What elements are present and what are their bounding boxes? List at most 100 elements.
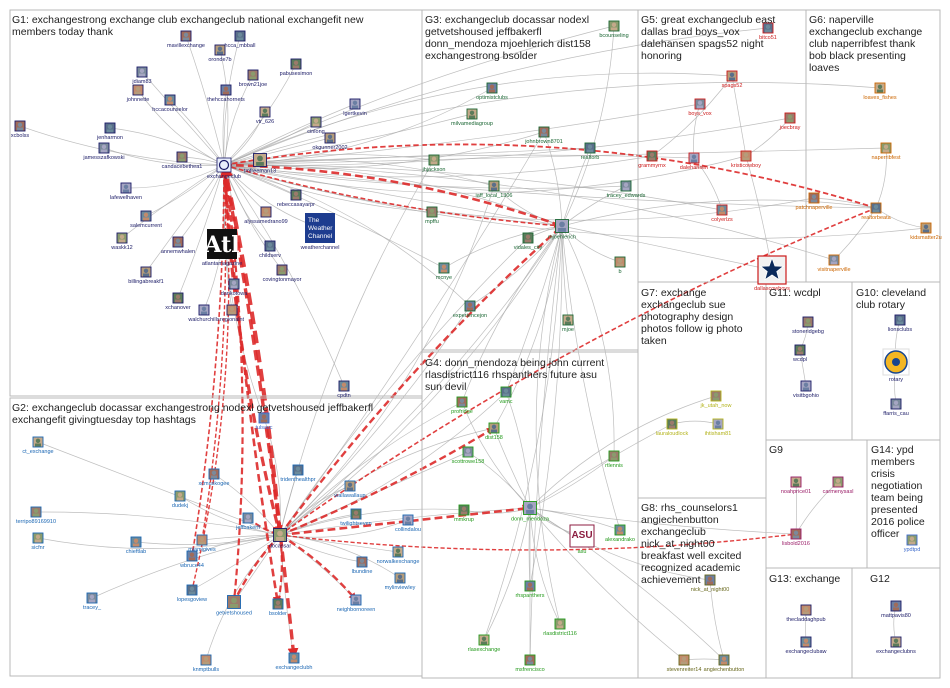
- node-bcounseling[interactable]: bcounseling: [599, 20, 629, 39]
- node-visitbgohio[interactable]: visitbgohio: [793, 380, 819, 399]
- node-rtlennis[interactable]: rtlennis: [605, 450, 623, 469]
- node-alyssamedrano99[interactable]: alyssamedrano99: [244, 206, 288, 225]
- node-stoneridgebg[interactable]: stoneridgebg: [792, 316, 824, 335]
- node-naperribfest[interactable]: naperribfest: [871, 142, 901, 161]
- node-thecladdaghpub[interactable]: thecladdaghpub: [786, 604, 826, 623]
- node-walchurchills[interactable]: walchurchills: [187, 304, 220, 323]
- node-norwalkexchange[interactable]: norwalkexchange: [377, 546, 420, 565]
- node-childserv[interactable]: childserv: [259, 240, 281, 259]
- node-tulsaxc[interactable]: tulsaxc: [255, 412, 273, 431]
- node-dalehansen[interactable]: dalehansen: [680, 152, 708, 171]
- node-realtorbeata[interactable]: realtorbeata: [861, 202, 892, 221]
- node-lopesgoview[interactable]: lopesgoview: [177, 584, 207, 603]
- node-mylinviewley[interactable]: mylinviewley: [385, 572, 416, 591]
- node-boys-vox[interactable]: boys_vox: [688, 98, 712, 117]
- node-chieftlab[interactable]: chieftlab: [126, 536, 147, 555]
- node-iaff-local-1306[interactable]: iaff_local_1306: [476, 180, 513, 199]
- node-b[interactable]: b: [614, 256, 626, 275]
- node-spags52[interactable]: spags52: [722, 70, 743, 89]
- node-collindalou[interactable]: collindalou: [395, 514, 421, 533]
- node-docassar[interactable]: docassar: [269, 528, 291, 550]
- node-mavillexchange[interactable]: mavillexchange: [167, 30, 205, 49]
- node-johnbrown8701[interactable]: johnbrown8701: [524, 126, 563, 145]
- node-loaves-fishes[interactable]: loaves_fishes: [863, 82, 897, 101]
- node-rlasexchange[interactable]: rlasexchange: [468, 634, 501, 653]
- node-profridge[interactable]: profridge: [451, 396, 473, 415]
- node-vamc[interactable]: vamc: [499, 386, 513, 405]
- node-lionsclubs[interactable]: lionsclubs: [888, 314, 912, 333]
- node-dallascowboys[interactable]: dallascowboys: [754, 255, 790, 292]
- node-mjoehlerich[interactable]: mjoehlerich: [548, 219, 576, 241]
- node-jamesszafkowski[interactable]: jamesszafkowski: [82, 142, 125, 161]
- node-hcca-mbball[interactable]: hcca_mbball: [225, 30, 256, 49]
- node-dudekj[interactable]: dudekj: [172, 490, 188, 509]
- node-miamigives[interactable]: miamigives: [188, 534, 216, 553]
- node-tmfreeman13[interactable]: tmfreeman13: [244, 153, 276, 175]
- node-johnnette[interactable]: johnnette: [126, 84, 150, 103]
- node-candacebethea1[interactable]: candacebethea1: [162, 151, 203, 170]
- node-rhspanthers[interactable]: rhspanthers: [515, 580, 545, 599]
- node-terripo89169910[interactable]: terripo89169910: [16, 506, 56, 525]
- node-mattpavis80[interactable]: mattpavis80: [881, 600, 911, 619]
- node-experiencejon[interactable]: experiencejon: [453, 300, 487, 319]
- node-lisbold2016[interactable]: lisbold2016: [782, 528, 810, 547]
- node-colyerlzs[interactable]: colyerlzs: [711, 204, 733, 223]
- node-kidsmatter2u[interactable]: kidsmatter2u: [910, 222, 942, 241]
- node-annemwhalen[interactable]: annemwhalen: [161, 236, 195, 255]
- node-wallawallaup[interactable]: wallawallaup: [333, 480, 366, 499]
- node-stevenreiter14[interactable]: stevenreiter14: [667, 654, 702, 673]
- node-vidales-city[interactable]: vidales_city: [514, 232, 543, 251]
- node-wbruce44[interactable]: wbruce44: [179, 550, 204, 569]
- node-xcbolss[interactable]: xcbolss: [11, 120, 30, 139]
- node-twilightseven[interactable]: twilightseven: [340, 508, 372, 527]
- node-kristicowboy[interactable]: kristicowboy: [731, 150, 761, 169]
- node-grammyrnx[interactable]: grammyrnx: [638, 150, 666, 169]
- node-knmptbulls[interactable]: knmptbulls: [193, 654, 220, 673]
- node-realtorb[interactable]: realtorb: [581, 142, 600, 161]
- node-optimistclubs[interactable]: optimistclubs: [476, 82, 508, 101]
- node-nick-at-night00[interactable]: nick_at_night00: [691, 574, 730, 593]
- node-milvamediagroup[interactable]: milvamediagroup: [451, 108, 493, 127]
- node-exchangeclubh[interactable]: exchangeclubh: [275, 652, 313, 671]
- node-jenharmon[interactable]: jenharmon: [96, 122, 123, 141]
- node-jdiam83[interactable]: jdiam83: [131, 66, 152, 85]
- node-tracey-edwards[interactable]: tracey_edwards: [607, 180, 646, 199]
- node-joecbray[interactable]: joecbray: [779, 112, 801, 131]
- node-carmenysasl[interactable]: carmenysasl: [823, 476, 854, 495]
- node-mcnye[interactable]: mcnye: [436, 262, 452, 281]
- node-brown21joe[interactable]: brown21joe: [239, 69, 267, 88]
- node-neighbornoreen[interactable]: neighbornoreen: [337, 594, 376, 613]
- node-covingtonmayor[interactable]: covingtonmayor: [263, 264, 302, 283]
- node-ct-exchange[interactable]: ct_exchange: [22, 436, 54, 455]
- node-scottrowe158[interactable]: scottrowe158: [452, 446, 485, 465]
- node-donn-mendoza[interactable]: donn_mendoza: [511, 501, 550, 523]
- node-cpdtn[interactable]: cpdtn: [337, 380, 351, 399]
- node-rlasdistrict116[interactable]: rlasdistrict116: [543, 618, 577, 637]
- node-billingabreakf1[interactable]: billingabreakf1: [128, 266, 164, 285]
- node-lgertkevin[interactable]: lgertkevin: [343, 98, 367, 117]
- node-exchangeclubns[interactable]: exchangeclubns: [876, 636, 916, 655]
- node-regionalnt[interactable]: regionalnt: [220, 304, 245, 323]
- node-sicfnr[interactable]: sicfnr: [31, 532, 45, 551]
- node-noahprice01[interactable]: noahprice01: [781, 476, 811, 495]
- node-ihtisham81[interactable]: ihtisham81: [705, 418, 732, 437]
- node-xcmuskogee[interactable]: xcmuskogee: [199, 468, 230, 487]
- node-thehccahornets[interactable]: thehccahornets: [207, 84, 245, 103]
- node-jhjackson[interactable]: jhjackson: [422, 154, 446, 173]
- node-hccacounselor[interactable]: hccacounselor: [152, 94, 188, 113]
- node-ffarris-cau[interactable]: ffarris_cau: [883, 398, 909, 417]
- node-jk-utah-now[interactable]: jk_utah_now: [700, 390, 732, 409]
- node-msfrencisco[interactable]: msfrencisco: [515, 654, 545, 673]
- node-bitco51[interactable]: bitco51: [759, 22, 777, 41]
- node-exchangeclub[interactable]: exchangeclub: [207, 157, 241, 180]
- node-dist158[interactable]: dist158: [485, 422, 503, 441]
- node-salemcurrent[interactable]: salemcurrent: [130, 210, 162, 229]
- node-tridenthealthpr[interactable]: tridenthealthpr: [280, 464, 316, 483]
- node-rebeccasayarpr[interactable]: rebeccasayarpr: [277, 189, 315, 208]
- node-okgunner2002[interactable]: okgunner2002: [312, 132, 348, 151]
- node-tracey-[interactable]: tracey_: [83, 592, 102, 611]
- node-vtr-626[interactable]: vtr_626: [256, 106, 274, 125]
- node-rotary[interactable]: rotary: [882, 348, 910, 383]
